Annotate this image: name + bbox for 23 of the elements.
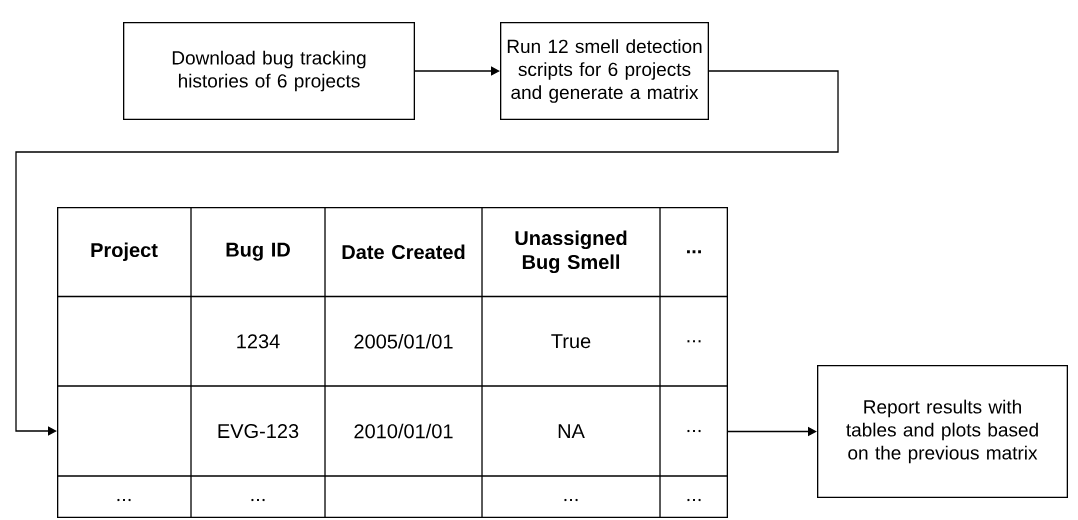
- arrow: [414, 66, 500, 76]
- cell-value: 2010/01/01: [354, 423, 453, 439]
- cell-value: ...: [687, 340, 701, 343]
- cell-value: ...: [117, 498, 131, 502]
- process-box: Report results with tables and plots based on the previous matrix: [817, 365, 1068, 498]
- table: [57, 207, 728, 518]
- cell-value: 2005/01/01: [354, 333, 453, 349]
- cell-value: True: [551, 334, 591, 349]
- cell-value: EVG-123: [218, 423, 299, 439]
- cell-value: ...: [687, 429, 701, 433]
- cell-value: NA: [558, 424, 585, 438]
- column-header: Unassigned Bug Smell: [515, 230, 627, 274]
- cell-value: ...: [251, 498, 265, 502]
- cell-value: ...: [687, 498, 701, 502]
- cell-value: ...: [564, 498, 578, 502]
- column-header: Bug ID: [226, 242, 290, 261]
- process-box: Run 12 smell detection scripts for 6 projects and generate a matrix: [500, 22, 709, 120]
- cell-value: 1234: [237, 334, 280, 349]
- column-header: Project: [91, 242, 158, 262]
- column-header: Date Created: [342, 244, 465, 260]
- process-box: Download bug tracking histories of 6 projects: [123, 22, 415, 120]
- column-header: ...: [687, 250, 701, 254]
- arrow: [15, 70, 839, 436]
